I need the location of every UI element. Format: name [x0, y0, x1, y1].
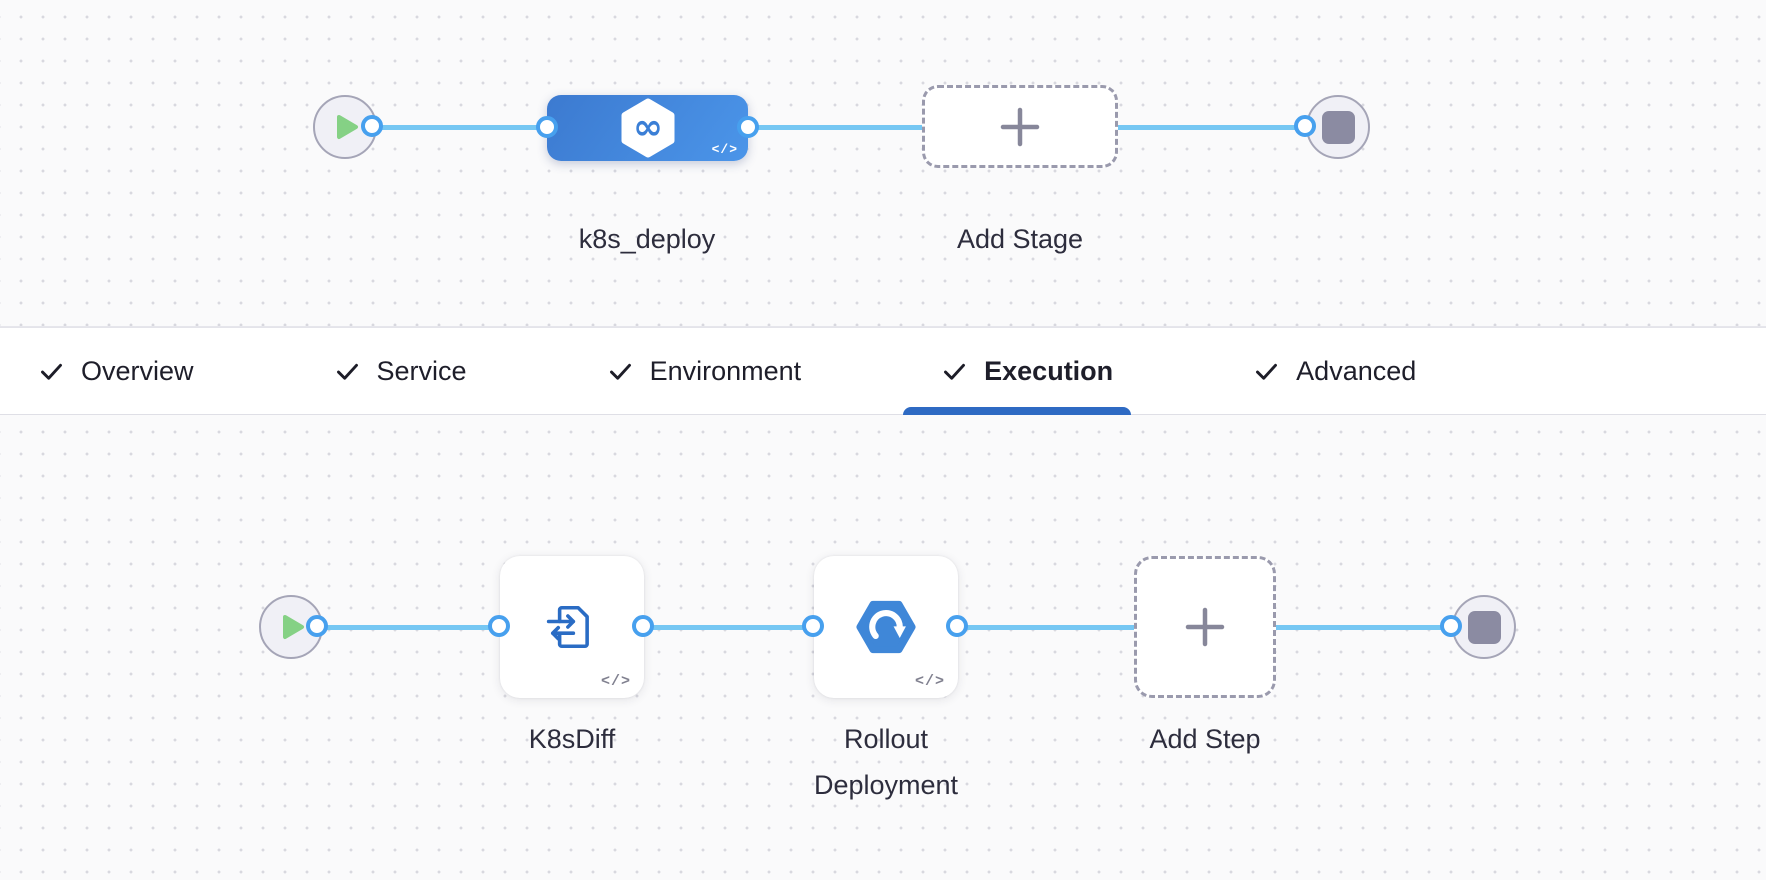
stage-pipeline-canvas: ∞ </> k8s_deploy Add Stage [0, 0, 1766, 327]
tab-advanced-label: Advanced [1296, 355, 1417, 386]
pipeline-end-node[interactable] [1306, 95, 1370, 159]
port-rollout-out[interactable] [946, 615, 968, 637]
stage-config-tabbar: Overview Service Environment Execution A… [0, 327, 1766, 415]
stop-icon [1321, 110, 1355, 144]
stage-node-k8s-deploy[interactable]: ∞ </> [547, 95, 748, 161]
port-start-out[interactable] [361, 115, 383, 137]
port-exec-end-in[interactable] [1440, 615, 1462, 637]
tab-execution-label: Execution [984, 355, 1114, 386]
check-icon [944, 363, 966, 380]
stop-icon [1467, 610, 1501, 644]
check-icon [609, 363, 631, 380]
edge-k8sdiff-to-rollout [644, 625, 814, 630]
tab-service-label: Service [376, 355, 467, 386]
add-stage-button[interactable] [922, 85, 1118, 168]
tab-overview[interactable]: Overview [38, 328, 194, 414]
add-stage-label[interactable]: Add Stage [956, 224, 1084, 254]
step-label-rollout-deployment: Rollout Deployment [813, 724, 959, 800]
svg-text:∞: ∞ [633, 107, 663, 148]
add-step-button[interactable] [1134, 556, 1276, 698]
step-label-k8sdiff: K8sDiff [528, 724, 616, 754]
stage-label: k8s_deploy [578, 224, 716, 254]
plus-icon [1000, 107, 1040, 146]
plus-icon [1185, 607, 1225, 647]
edge-rollout-to-addstep [958, 625, 1134, 630]
harness-pipeline-icon: ∞ [621, 98, 674, 158]
check-icon [1256, 363, 1278, 380]
port-exec-start-out[interactable] [306, 615, 328, 637]
code-icon[interactable]: </> [600, 673, 631, 690]
port-k8sdiff-in[interactable] [488, 615, 510, 637]
port-rollout-in[interactable] [802, 615, 824, 637]
execution-steps-canvas: </> </> K8sDiff Rollout Deployment Add S… [0, 415, 1766, 879]
add-step-label[interactable]: Add Step [1149, 724, 1261, 754]
edge-addstep-to-end [1276, 625, 1452, 630]
step-node-k8sdiff[interactable]: </> [500, 556, 644, 698]
port-stage-out[interactable] [737, 116, 759, 138]
tab-overview-label: Overview [81, 355, 194, 386]
tab-environment-label: Environment [649, 355, 802, 386]
edge-addstage-to-end [1118, 125, 1307, 130]
step-node-rollout-deployment[interactable]: </> [814, 556, 958, 698]
edge-start-to-stage [372, 125, 548, 130]
rollout-deployment-icon [856, 600, 916, 654]
k8s-diff-icon [546, 605, 589, 649]
play-icon [337, 115, 358, 139]
code-icon[interactable]: </> [711, 142, 738, 157]
tab-advanced[interactable]: Advanced [1253, 328, 1416, 414]
tab-execution[interactable]: Execution [903, 328, 1132, 415]
edge-start-to-k8sdiff [318, 625, 500, 630]
port-stage-in[interactable] [536, 116, 558, 138]
edge-stage-to-addstage [748, 125, 923, 130]
check-icon [336, 363, 358, 380]
code-icon[interactable]: </> [914, 673, 945, 690]
port-k8sdiff-out[interactable] [632, 615, 654, 637]
tab-environment[interactable]: Environment [607, 328, 802, 414]
play-icon [283, 615, 304, 639]
tab-service[interactable]: Service [334, 328, 467, 414]
port-end-in[interactable] [1294, 115, 1316, 137]
check-icon [41, 363, 62, 380]
